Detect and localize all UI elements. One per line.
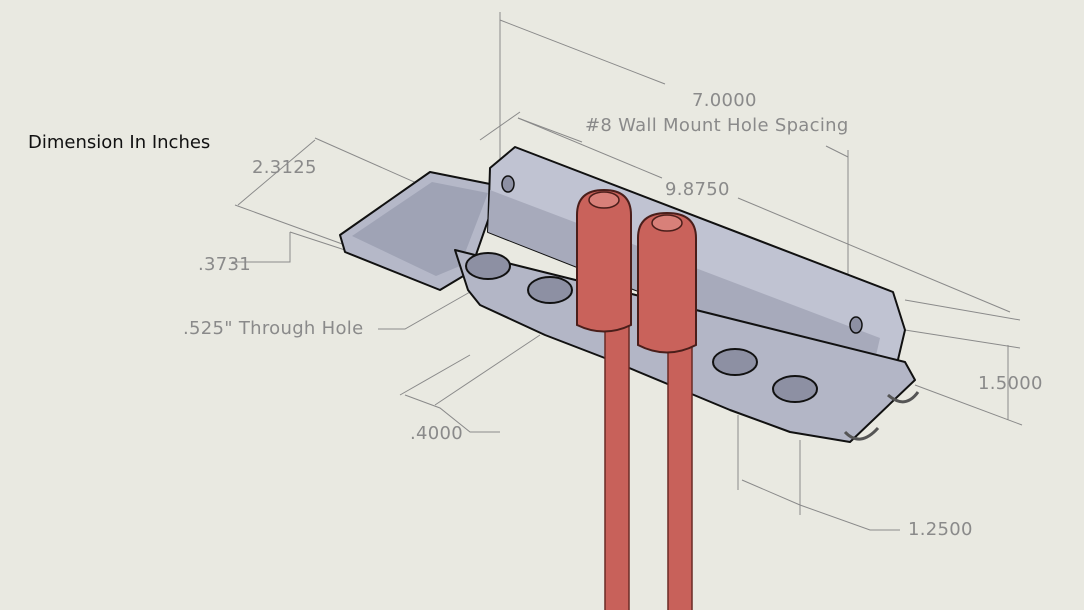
- through-hole-callout: .525" Through Hole: [183, 318, 364, 339]
- tube-cap-2: [637, 211, 697, 354]
- slot-pitch-dim: 1.2500: [908, 519, 973, 540]
- mount-holes: [501, 175, 863, 334]
- base-thickness-dim: .3731: [198, 254, 252, 275]
- hooks: [843, 391, 920, 441]
- rod-2: [667, 344, 693, 610]
- dimension-lines: [232, 12, 1023, 531]
- hole-spacing-value: 7.0000: [692, 90, 757, 111]
- tube-cap-1: [576, 188, 632, 333]
- slot-gap-dim: .4000: [410, 423, 464, 444]
- hole-spacing-label: #8 Wall Mount Hole Spacing: [585, 115, 849, 136]
- tray-width-dim: 2.3125: [252, 157, 317, 178]
- overall-length-dim: 9.8750: [665, 179, 730, 200]
- rod-1: [604, 324, 630, 610]
- height-dim: 1.5000: [978, 373, 1043, 394]
- red-tubes: [576, 188, 697, 610]
- units-note: Dimension In Inches: [28, 132, 211, 153]
- through-holes: [465, 252, 818, 403]
